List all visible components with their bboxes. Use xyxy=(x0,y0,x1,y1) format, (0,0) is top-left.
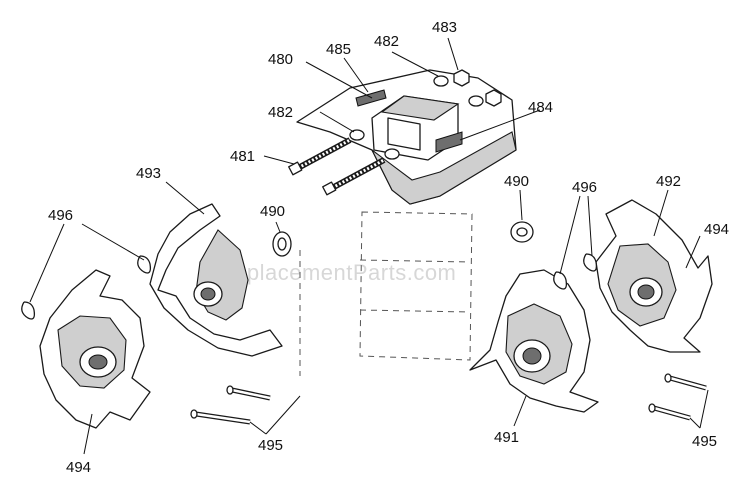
hex-nut-483b xyxy=(485,89,502,107)
label-490-left: 490 xyxy=(260,203,285,220)
label-484: 484 xyxy=(528,99,553,116)
label-494-right: 494 xyxy=(704,221,729,238)
leader-lines xyxy=(29,37,709,455)
washer-482b xyxy=(468,95,484,107)
label-485: 485 xyxy=(326,41,351,58)
label-483: 483 xyxy=(432,19,457,36)
left-tine-assembly xyxy=(21,203,292,429)
label-495-left: 495 xyxy=(258,437,283,454)
tine-shield-skirt xyxy=(371,131,517,205)
hidden-housing xyxy=(359,211,473,361)
tine-shield-assembly xyxy=(288,69,517,205)
clevis-pin-495a xyxy=(190,409,251,425)
label-495-right: 495 xyxy=(692,433,717,450)
clevis-pin-495d xyxy=(664,373,707,391)
label-493: 493 xyxy=(136,165,161,182)
hairpin-clip-496c xyxy=(553,271,568,290)
clevis-pin-495b xyxy=(226,385,271,401)
label-482-mid: 482 xyxy=(268,104,293,121)
right-tine-assembly xyxy=(469,199,713,421)
label-491: 491 xyxy=(494,429,519,446)
hairpin-clip-496b xyxy=(137,255,152,274)
label-494-left: 494 xyxy=(66,459,91,476)
washer-482d xyxy=(384,148,400,160)
label-482-top: 482 xyxy=(374,33,399,50)
shield-boss-top xyxy=(380,95,460,121)
tine-493 xyxy=(149,203,283,357)
washer-482a xyxy=(433,75,449,87)
carriage-bolt-481b xyxy=(322,157,386,196)
label-496-right: 496 xyxy=(572,179,597,196)
washer-482c xyxy=(349,129,365,141)
decal-484 xyxy=(435,131,463,153)
label-480: 480 xyxy=(268,51,293,68)
clevis-pin-495c xyxy=(648,403,691,421)
label-490-right: 490 xyxy=(504,173,529,190)
part-labels: 480 485 482 483 482 484 481 493 490 490 … xyxy=(48,19,729,476)
label-492: 492 xyxy=(656,173,681,190)
hairpin-clip-496a xyxy=(21,301,36,320)
carriage-bolt-481a xyxy=(288,137,352,176)
label-481: 481 xyxy=(230,148,255,165)
hairpin-clip-496d xyxy=(583,253,598,272)
hex-nut-483a xyxy=(453,69,470,87)
label-496-left: 496 xyxy=(48,207,73,224)
